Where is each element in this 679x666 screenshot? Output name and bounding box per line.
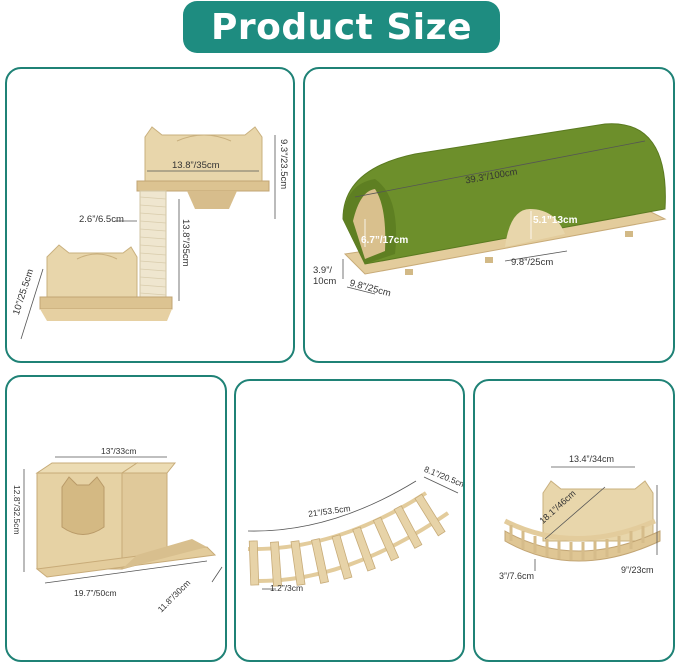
tunnel-base-height-in: 3.9”/ (313, 265, 333, 276)
panel-tunnel: 39.3”/100cm 6.7”/17cm 5.1”13cm 3.9”/ 10c… (303, 67, 675, 363)
balcony-width-label: 13.4”/34cm (569, 454, 615, 464)
panel-cat-house: 13”/33cm 12.8”/32.5cm 19.7”/50cm 11.8”/3… (5, 375, 227, 662)
house-height-label: 12.8”/32.5cm (12, 485, 22, 535)
panel-bridge: 21”/53.5cm 8.1”/20.5cm 1.2”/3cm (234, 379, 465, 662)
page-title: Product Size (183, 1, 500, 53)
perch-post-label: 2.6”/6.5cm (79, 214, 124, 225)
panel-cat-perch: 13.8”/35cm 9.3”/23.5cm 2.6”/6.5cm 13.8”/… (5, 67, 295, 363)
tunnel-base-height-cm: 10cm (313, 276, 337, 287)
cat-perch-illustration (20, 126, 276, 340)
tunnel-hole-width-label: 9.8”/25cm (511, 257, 554, 268)
house-top-width-label: 13”/33cm (101, 446, 137, 456)
balcony-height-label: 9”/23cm (621, 565, 654, 575)
balcony-illustration (503, 466, 661, 571)
tunnel-height-label: 6.7”/17cm (361, 235, 409, 246)
tunnel-illustration (342, 123, 667, 295)
house-width-label: 19.7”/50cm (74, 588, 117, 598)
perch-post-height-label: 13.8”/35cm (180, 219, 191, 267)
perch-width-label: 13.8”/35cm (172, 160, 220, 171)
cat-house-illustration (23, 456, 223, 584)
tunnel-hole-label: 5.1”13cm (533, 215, 578, 226)
balcony-rail-label: 3”/7.6cm (499, 571, 535, 581)
perch-top-height-label: 9.3”/23.5cm (278, 139, 289, 190)
bridge-gap-label: 1.2”/3cm (270, 583, 304, 593)
bridge-illustration (247, 476, 459, 590)
panel-balcony: 13.4”/34cm 18.1”/46cm 3”/7.6cm 9”/23cm (473, 379, 675, 662)
